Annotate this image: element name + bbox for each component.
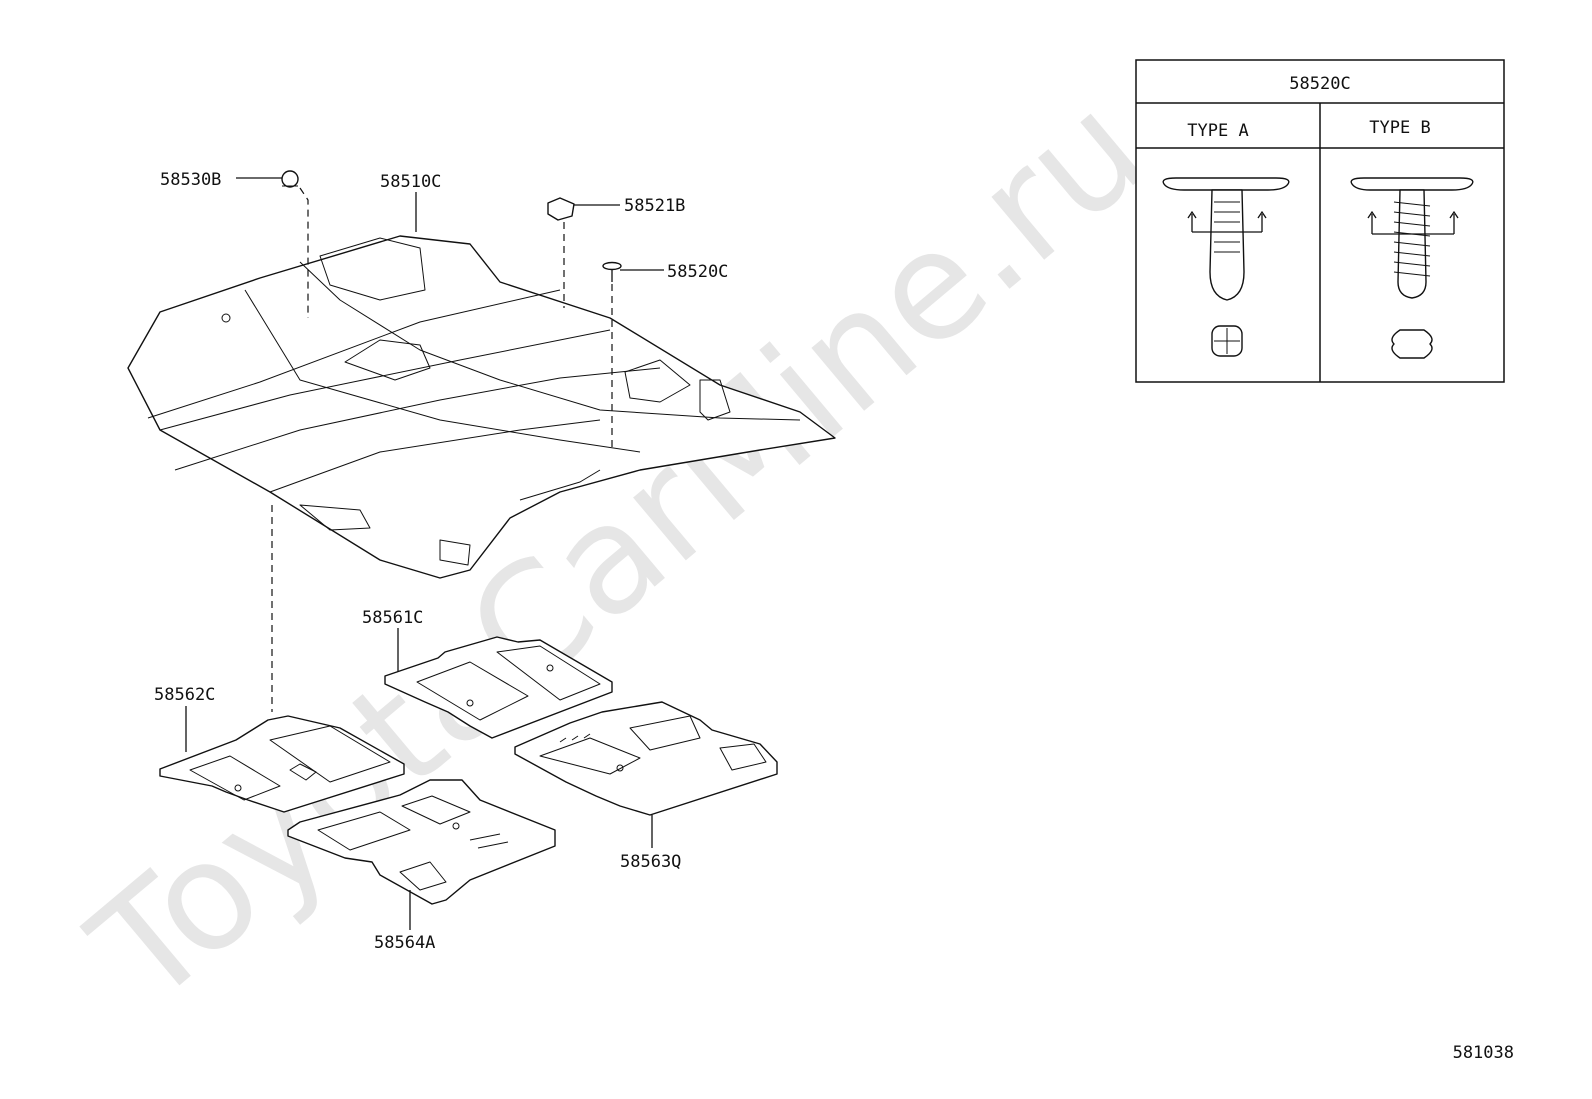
inset-title: 58520C — [1289, 74, 1350, 94]
floor-mat-58563Q — [514, 701, 778, 816]
callout-58521B: 58521B — [624, 196, 685, 216]
watermark: ToyotaCarMine.ru — [61, 62, 1177, 1038]
callout-58520C: 58520C — [667, 262, 728, 282]
callout-58530B: 58530B — [160, 170, 221, 190]
inset-type-a-label: TYPE A — [1187, 121, 1248, 141]
callout-58510C: 58510C — [380, 172, 441, 192]
type-b-clip-top-view — [1391, 329, 1433, 359]
callout-58561C: 58561C — [362, 608, 423, 628]
type-a-clip-side-view — [1162, 177, 1290, 301]
floor-carpet-58510C — [127, 235, 836, 579]
inset-clip-types: 58520C TYPE A TYPE B — [1135, 59, 1505, 383]
clip-58521B — [547, 197, 575, 221]
type-b-clip-side-view — [1350, 177, 1474, 299]
callout-58564A: 58564A — [374, 933, 435, 953]
floor-mat-58562C — [159, 715, 405, 813]
floor-mat-58564A — [287, 779, 556, 905]
clip-58520C — [602, 261, 622, 282]
clip-58530B — [281, 170, 299, 188]
dashed-58530B — [299, 187, 309, 318]
figure-code: 581038 — [1453, 1043, 1514, 1063]
callout-58562C: 58562C — [154, 685, 215, 705]
inset-type-b-label: TYPE B — [1369, 118, 1430, 138]
callout-58563Q: 58563Q — [620, 852, 681, 872]
type-a-clip-top-view — [1211, 325, 1243, 357]
floor-mat-58561C — [384, 636, 613, 739]
